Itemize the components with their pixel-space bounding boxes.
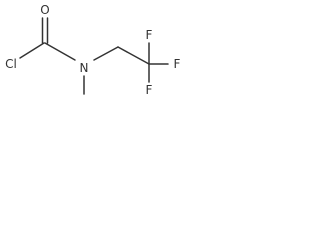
structure-diagram: Cl O N F F F (5, 3, 180, 97)
atom-label-o: O (40, 3, 49, 17)
atom-labels: Cl O N F F F (5, 3, 180, 97)
atom-label-cl: Cl (5, 57, 17, 71)
bond-cl-c (19, 42, 45, 59)
atom-label-f-bottom: F (146, 83, 153, 97)
atom-label-f-right: F (174, 57, 181, 71)
bond-ch2-cf3 (117, 46, 150, 65)
bond-n-ch2 (93, 46, 119, 61)
atom-label-f-top: F (146, 28, 153, 42)
atom-label-n: N (80, 61, 89, 75)
bonds (19, 17, 169, 95)
bond-c-n (44, 42, 76, 61)
